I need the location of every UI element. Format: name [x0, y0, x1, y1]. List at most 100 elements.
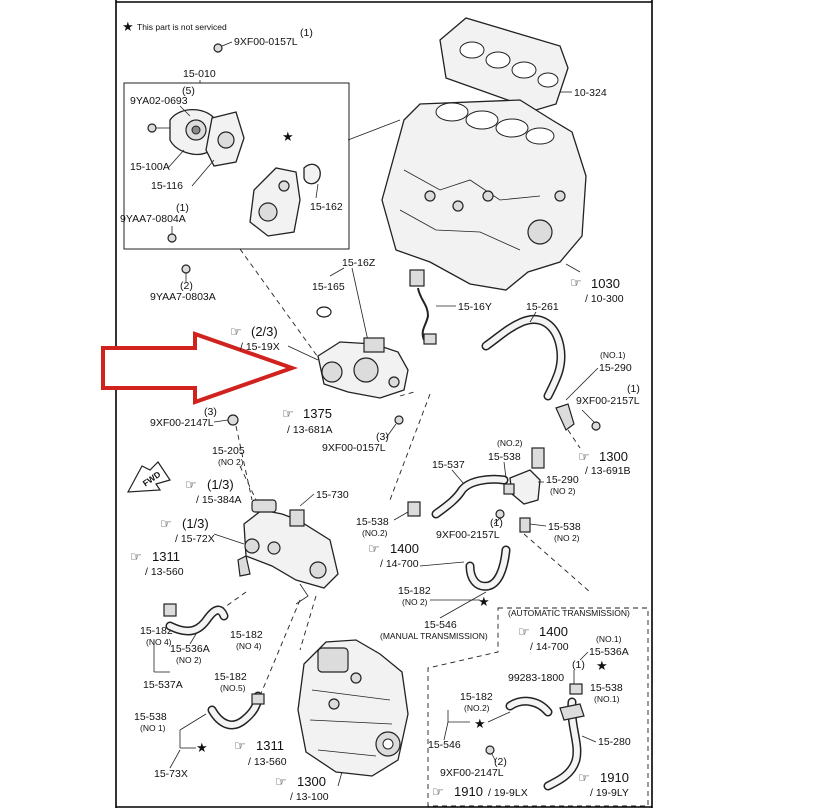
part-number-label: 15-100A: [130, 161, 170, 173]
ref-icon: ☞: [275, 774, 287, 789]
ref-number: 1300: [297, 774, 326, 789]
ref-number: 1910: [600, 770, 629, 785]
star-mark: ★: [474, 716, 486, 731]
ref-label: / 13-560: [248, 756, 287, 768]
intake-manifold-drawing: [297, 639, 409, 777]
part-number-label: 15-290: [599, 362, 632, 374]
clamp-15-182-no4: [163, 603, 177, 617]
qty-label: (NO.1): [600, 350, 626, 360]
qty-label: (NO 2): [218, 457, 244, 467]
part-number-label: 9XF00-0157L: [234, 36, 298, 48]
thermostat-housing-drawing: [317, 337, 409, 399]
qty-label: (2): [180, 280, 193, 292]
part-number-label: 15-010: [183, 68, 216, 80]
not-serviced-note: This part is not serviced: [137, 22, 227, 32]
coolant-pipe-assembly-15-730: [237, 499, 339, 605]
part-number-label: 9YAA7-0803A: [150, 291, 216, 303]
star-mark: ★: [122, 19, 134, 34]
part-number-label: 99283-1800: [508, 672, 564, 684]
qty-label: (NO.2): [362, 528, 388, 538]
qty-label: (NO 1): [140, 723, 166, 733]
qty-label: (3): [204, 406, 217, 418]
part-number-label: 15-16Y: [458, 301, 492, 313]
qty-label: (NO.1): [596, 634, 622, 644]
part-number-label: 15-290: [546, 474, 579, 486]
hose-15-537: [431, 474, 509, 519]
ref-icon: ☞: [282, 406, 294, 421]
ref-label: / 15-384A: [196, 494, 242, 506]
ref-number: 1030: [591, 276, 620, 291]
ref-label: / 13-681A: [287, 424, 333, 436]
part-number-label: 15-205: [212, 445, 245, 457]
part-number-label: 15-182: [398, 585, 431, 597]
o-ring-15-165: [316, 306, 332, 318]
hose-15-546-manual: [465, 545, 511, 591]
ref-label: / 13-691B: [585, 465, 631, 477]
ref-label: / 14-700: [530, 641, 569, 653]
star-mark: ★: [282, 129, 294, 144]
part-number-label: 15-165: [312, 281, 345, 293]
star-mark: ★: [478, 594, 490, 609]
bolt-9yaa7-0804a: [167, 233, 177, 243]
part-number-label: 15-16Z: [342, 257, 376, 269]
part-number-label: 15-538: [590, 682, 623, 694]
part-number-label: 15-182: [214, 671, 247, 683]
part-number-label: 9YAA7-0804A: [120, 213, 186, 225]
transmission-label: (AUTOMATIC TRANSMISSION): [508, 608, 630, 618]
ref-icon: ☞: [518, 624, 530, 639]
ref-number: 1375: [303, 406, 332, 421]
ref-label: / 13-560: [145, 566, 184, 578]
ref-icon: ☞: [234, 738, 246, 753]
bolt-9yaa7-0803a: [181, 264, 191, 274]
ref-number: 1400: [390, 541, 419, 556]
pump-housing-drawing: [249, 163, 321, 237]
bolt-9xf00-2147l-box: [485, 745, 495, 755]
qty-label: (1): [490, 517, 503, 529]
forward-direction-indicator: FWD: [126, 461, 171, 493]
part-number-label: 15-537A: [143, 679, 183, 691]
qty-label: (NO 2): [550, 486, 576, 496]
bolt-9xf00-2157l-mid: [495, 509, 505, 519]
part-number-label: 15-261: [526, 301, 559, 313]
connector-15-290-no2: [503, 447, 545, 505]
hose-15-261: [481, 315, 566, 401]
clamp-15-538-left: [407, 501, 421, 517]
part-number-label: 15-162: [310, 201, 343, 213]
qty-label: (NO.5): [220, 683, 246, 693]
part-number-label: 15-280: [598, 736, 631, 748]
qty-label: (NO 2): [402, 597, 428, 607]
part-number-label: 15-538: [548, 521, 581, 533]
ref-label: / 14-700: [380, 558, 419, 570]
part-number-label: 10-324: [574, 87, 607, 99]
water-pump-group-box: [123, 82, 350, 250]
clamp-15-538-box: [569, 683, 583, 695]
part-number-label: 15-116: [151, 180, 183, 192]
qty-label: (NO 4): [236, 641, 262, 651]
qty-label: (NO.1): [594, 694, 620, 704]
star-mark: ★: [596, 658, 608, 673]
part-number-label: 9XF00-2157L: [436, 529, 500, 541]
ref-number: (1/3): [207, 477, 234, 492]
part-number-label: 15-538: [488, 451, 521, 463]
star-mark: ★: [196, 740, 208, 755]
ref-number: 1400: [539, 624, 568, 639]
ref-label: / 19-9LY: [590, 787, 629, 799]
ref-number: 1311: [152, 549, 180, 564]
qty-label: (1): [176, 202, 189, 214]
qty-label: (NO.2): [464, 703, 490, 713]
ref-label: / 15-19X: [240, 341, 280, 353]
qty-label: (5): [182, 85, 195, 97]
clamp-and-bolt-right: [555, 403, 601, 431]
ref-label: / 19-9LX: [488, 787, 528, 799]
pipe-15-280: [543, 697, 585, 791]
part-number-label: 15-538: [356, 516, 389, 528]
part-number-label: 9XF00-2147L: [150, 417, 214, 429]
part-number-label: 9YA02-0693: [130, 95, 188, 107]
part-number-label: 15-546: [424, 619, 457, 631]
ref-icon: ☞: [570, 275, 582, 290]
ref-label: / 13-100: [290, 791, 329, 803]
part-number-label: 15-73X: [154, 768, 188, 780]
part-number-label: 15-182: [230, 629, 263, 641]
part-number-label: 15-536A: [170, 643, 210, 655]
ref-icon: ☞: [368, 541, 380, 556]
